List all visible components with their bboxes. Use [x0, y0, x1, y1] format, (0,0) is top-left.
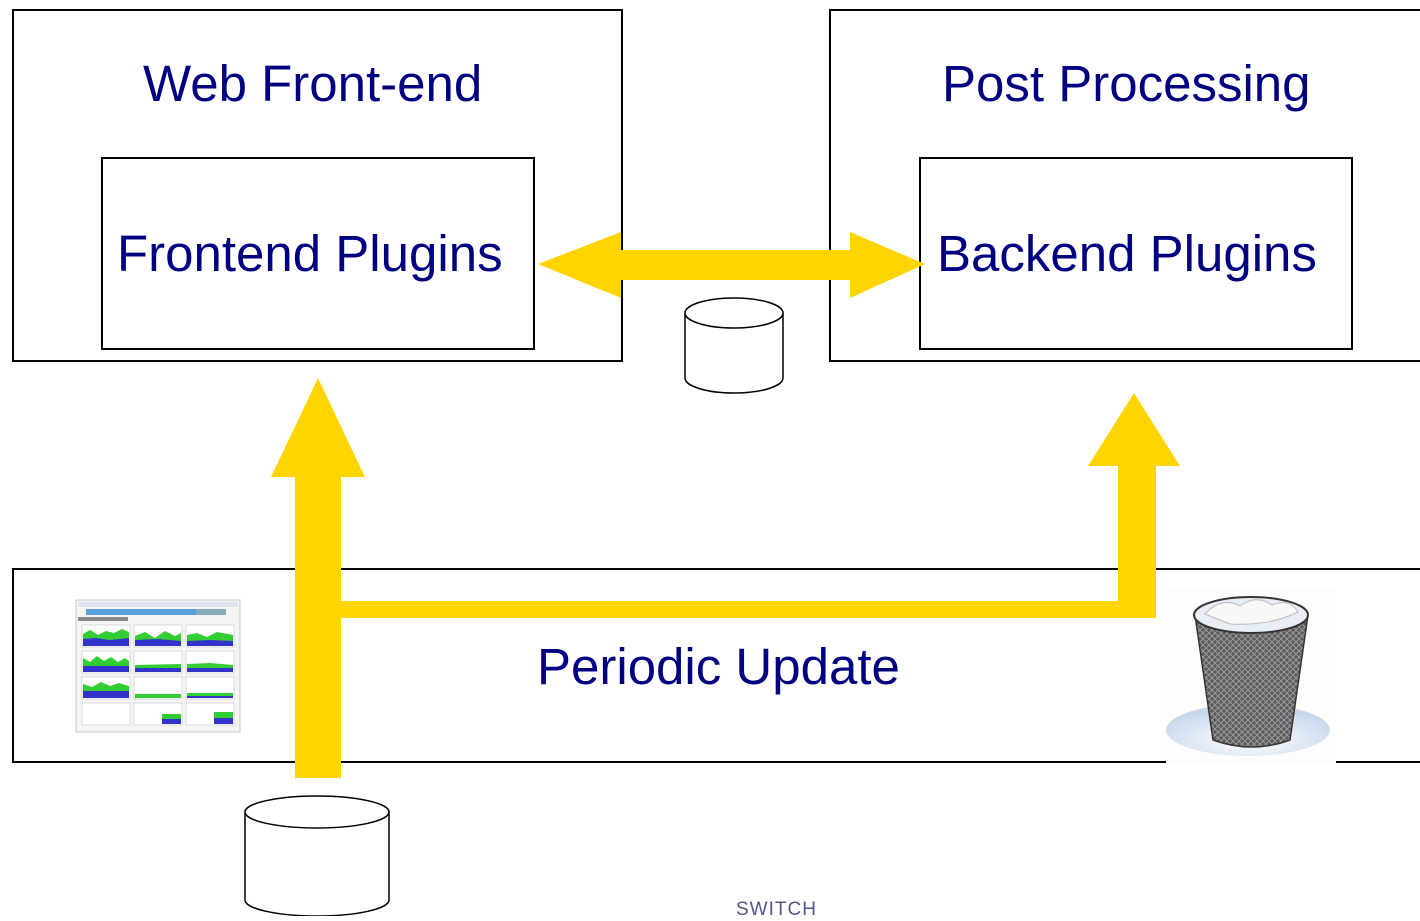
post-processing-title: Post Processing [942, 55, 1311, 112]
double-arrow [538, 232, 925, 298]
backend-plugins-label: Backend Plugins [937, 225, 1317, 282]
up-arrow-postprocessing [1088, 393, 1180, 618]
trash-bin-icon [1166, 588, 1336, 763]
periodic-update-label: Periodic Update [537, 638, 900, 695]
database-icon [244, 795, 390, 916]
frontend-plugins-label: Frontend Plugins [117, 225, 503, 282]
web-frontend-title: Web Front-end [143, 55, 483, 112]
backend-plugins-box [919, 157, 1353, 350]
switch-logo: SWITCH [736, 899, 817, 920]
frontend-plugins-box [101, 157, 535, 350]
up-arrow-frontend [271, 378, 365, 778]
nfsen-screenshot-thumbnail [75, 599, 241, 733]
database-icon [684, 297, 784, 394]
connector-bar [341, 601, 1120, 618]
